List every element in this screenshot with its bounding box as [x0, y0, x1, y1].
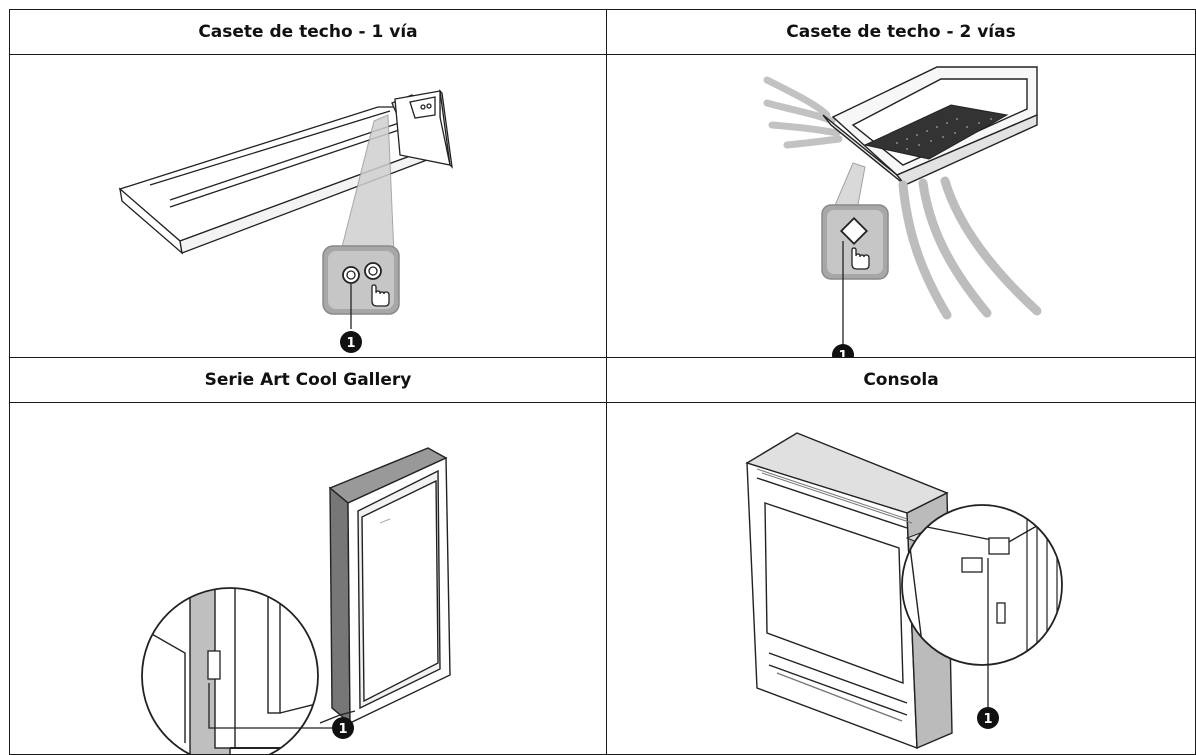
illustration-cassette-2-way: 1	[606, 54, 1196, 357]
cassette-2-way-drawing: 1	[763, 66, 1042, 357]
illustration-art-cool-gallery: 1	[9, 402, 606, 755]
hand-pointer-icon	[371, 284, 390, 307]
callout-number: 1	[838, 349, 847, 357]
diamond-button-icon	[839, 216, 869, 246]
header-cassette-2-way-label: Casete de techo - 2 vías	[786, 22, 1016, 42]
header-art-cool-gallery: Serie Art Cool Gallery	[9, 357, 606, 402]
header-console: Consola	[606, 357, 1196, 402]
illustration-cassette-1-way: 1	[9, 54, 606, 357]
hand-pointer-icon	[851, 247, 870, 270]
header-cassette-2-way: Casete de techo - 2 vías	[606, 9, 1196, 54]
illustration-console: 1	[606, 402, 1196, 755]
cassette-1-way-drawing: 1	[118, 89, 453, 353]
art-cool-gallery-drawing: 1	[141, 447, 451, 754]
header-console-label: Consola	[863, 370, 939, 390]
unit-table: Casete de techo - 1 vía Casete de techo …	[9, 9, 1196, 755]
header-art-cool-gallery-label: Serie Art Cool Gallery	[204, 370, 412, 390]
header-cassette-1-way: Casete de techo - 1 vía	[9, 9, 606, 54]
callout-number: 1	[338, 722, 347, 737]
console-drawing: 1	[745, 432, 1063, 750]
remote-receiver-icon	[342, 262, 382, 284]
callout-number: 1	[346, 336, 355, 351]
header-cassette-1-way-label: Casete de techo - 1 vía	[198, 22, 418, 42]
callout-number: 1	[983, 712, 992, 727]
